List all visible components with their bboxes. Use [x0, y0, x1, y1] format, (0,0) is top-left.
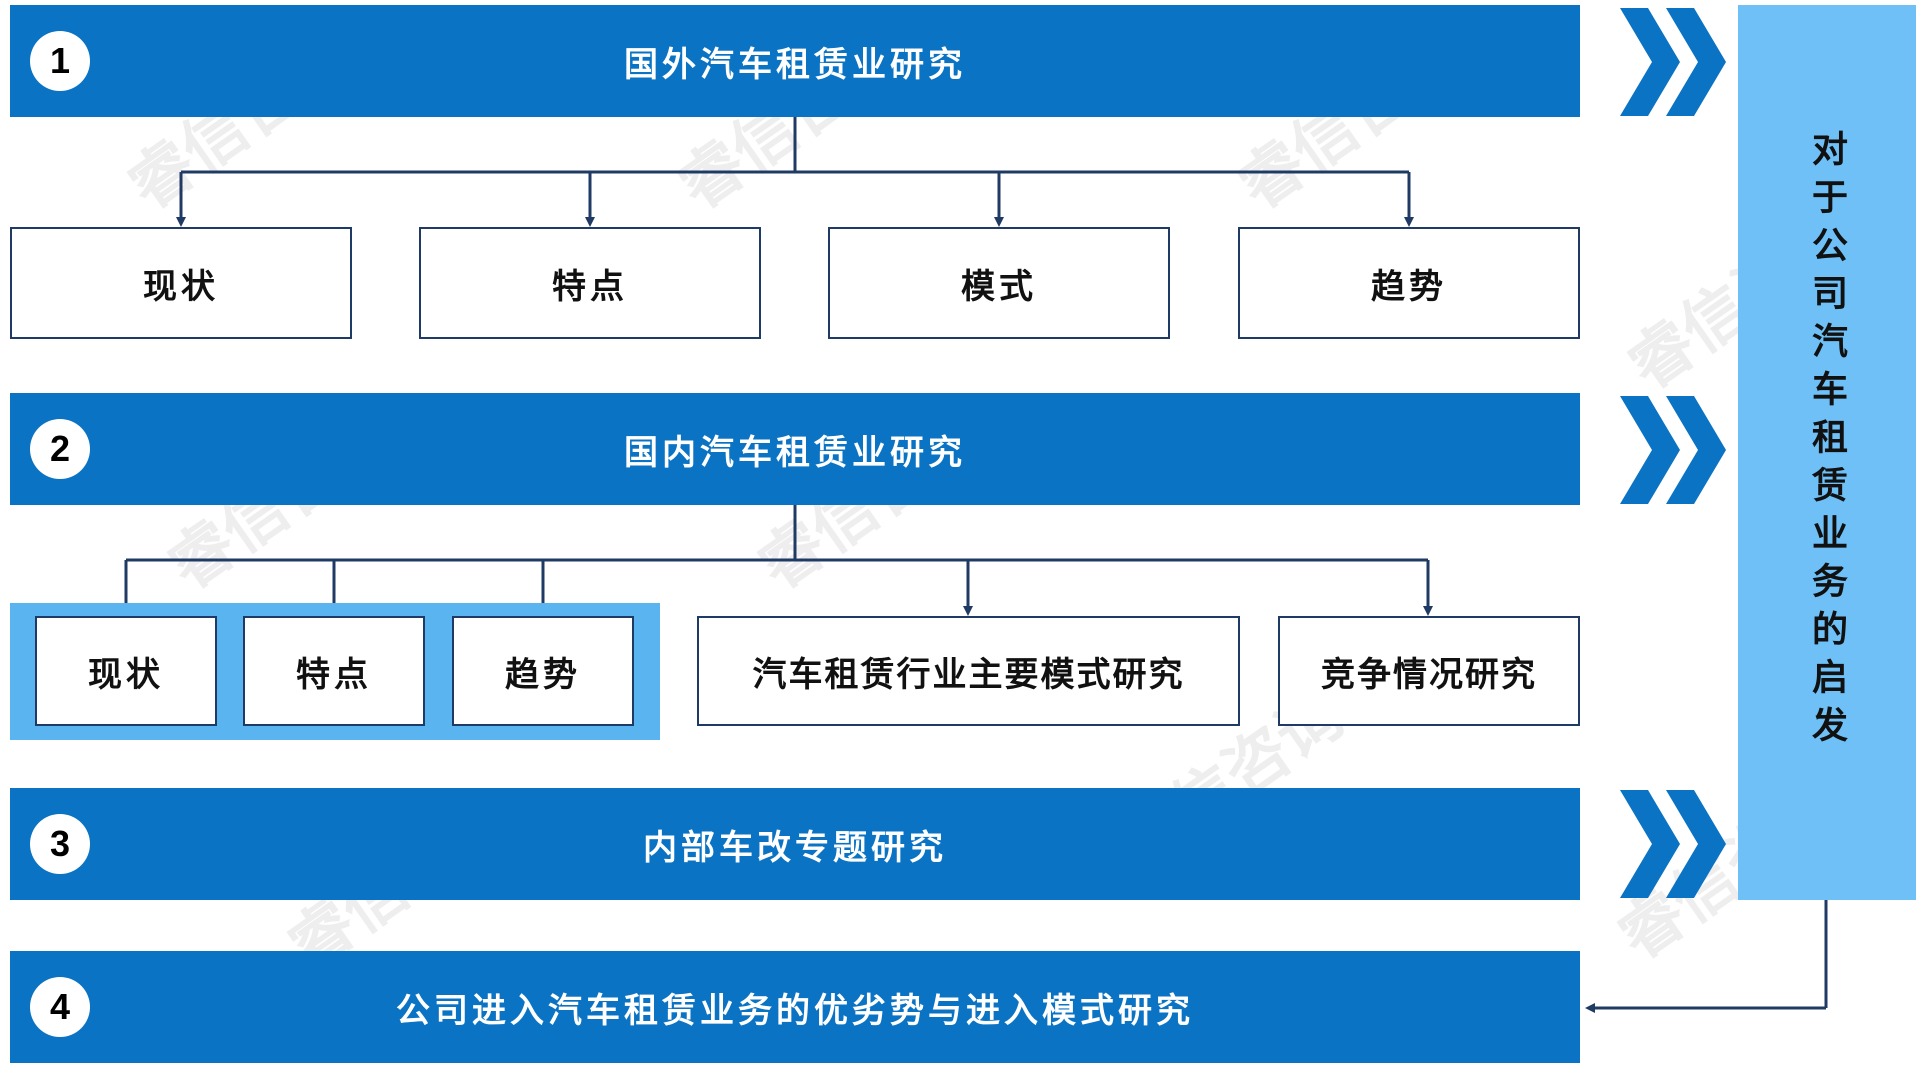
foreign-item: 模式: [828, 227, 1170, 339]
section-1-band: 1 国外汽车租赁业研究: [10, 5, 1580, 117]
double-chevron-icon: [1620, 396, 1726, 504]
domestic-item: 趋势: [452, 616, 634, 726]
section-2-title: 国内汽车租赁业研究: [624, 432, 966, 473]
domestic-item: 竞争情况研究: [1278, 616, 1580, 726]
foreign-item: 趋势: [1238, 227, 1580, 339]
domestic-item: 现状: [35, 616, 217, 726]
section-1-title: 国外汽车租赁业研究: [624, 44, 966, 85]
section-3-title: 内部车改专题研究: [643, 827, 947, 868]
section-number: 3: [30, 814, 90, 874]
foreign-item: 特点: [419, 227, 761, 339]
section-2-band: 2 国内汽车租赁业研究: [10, 393, 1580, 505]
domestic-item: 特点: [243, 616, 425, 726]
foreign-item: 现状: [10, 227, 352, 339]
insight-panel: 对于公司汽车租赁业务的启发: [1738, 5, 1916, 900]
double-chevron-icon: [1620, 790, 1726, 898]
section-number: 1: [30, 31, 90, 91]
section-4-title: 公司进入汽车租赁业务的优劣势与进入模式研究: [396, 990, 1194, 1031]
section-number: 2: [30, 419, 90, 479]
double-chevron-icon: [1620, 8, 1726, 116]
section-number: 4: [30, 977, 90, 1037]
insight-panel-text: 对于公司汽车租赁业务的启发: [1806, 130, 1848, 754]
domestic-item: 汽车租赁行业主要模式研究: [697, 616, 1240, 726]
section-4-band: 4 公司进入汽车租赁业务的优劣势与进入模式研究: [10, 951, 1580, 1063]
section-3-band: 3 内部车改专题研究: [10, 788, 1580, 900]
